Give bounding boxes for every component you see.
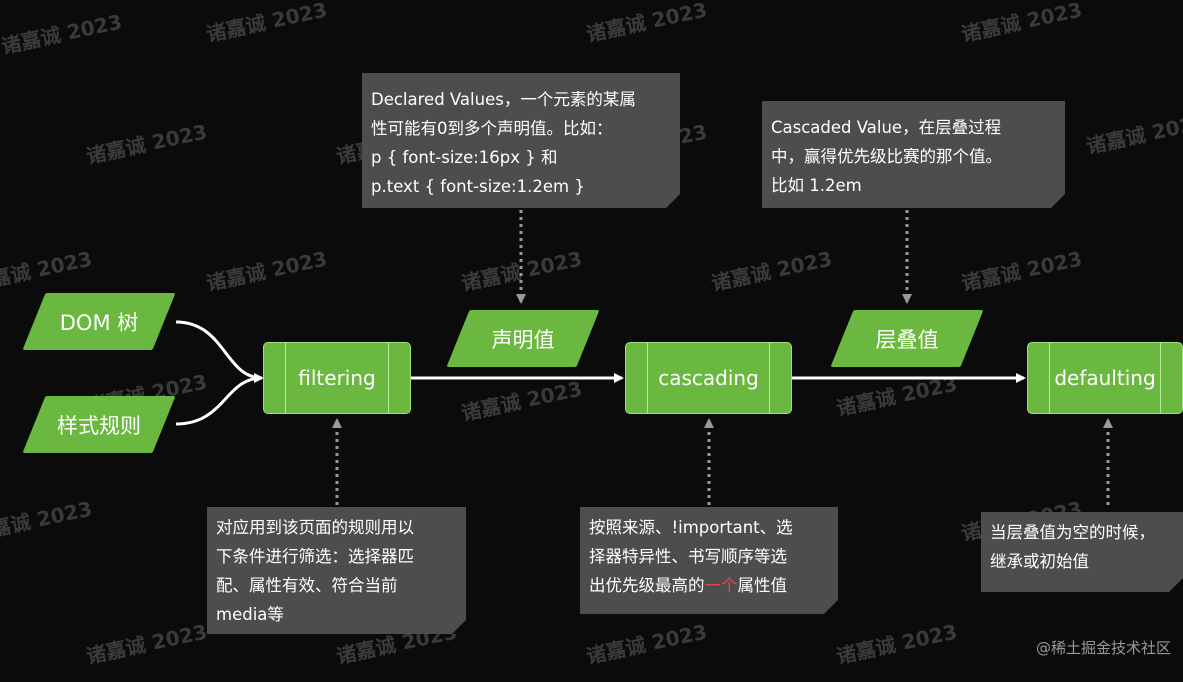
process-bar bbox=[285, 343, 286, 413]
process-label: defaulting bbox=[1054, 366, 1156, 390]
process-label: cascading bbox=[658, 366, 759, 390]
note-line: 性可能有0到多个声明值。比如： bbox=[371, 119, 613, 138]
output-cascaded-value: 层叠值 bbox=[830, 310, 984, 367]
note-line: p { font-size:16px } 和 bbox=[371, 148, 558, 167]
process-filtering: filtering bbox=[263, 342, 411, 414]
edge-styles-to-filtering bbox=[175, 376, 263, 426]
process-cascading: cascading bbox=[625, 342, 792, 414]
input-style-rules: 样式规则 bbox=[22, 396, 176, 453]
note-line: 按照来源、!important、选 bbox=[589, 518, 793, 537]
input-dom-tree: DOM 树 bbox=[22, 293, 176, 350]
note-line: media等 bbox=[216, 605, 284, 624]
process-label: filtering bbox=[298, 366, 376, 390]
note-line: 对应用到该页面的规则用以 bbox=[216, 518, 414, 537]
note-defaulting: 当层叠值为空的时候， 继承或初始值 bbox=[981, 512, 1183, 592]
process-bar bbox=[769, 343, 770, 413]
note-cascading: 按照来源、!important、选 择器特异性、书写顺序等选 出优先级最高的一个… bbox=[580, 507, 838, 614]
source-brand: @稀土掘金技术社区 bbox=[1035, 639, 1171, 657]
note-filtering: 对应用到该页面的规则用以 下条件进行筛选：选择器匹 配、属性有效、符合当前 me… bbox=[207, 507, 466, 634]
note-cascaded-value: Cascaded Value，在层叠过程 中，赢得优先级比赛的那个值。 比如 1… bbox=[762, 101, 1065, 208]
process-bar bbox=[647, 343, 648, 413]
note-line: 择器特异性、书写顺序等选 bbox=[589, 547, 787, 566]
note-line: 继承或初始值 bbox=[990, 552, 1089, 571]
edge-dom-to-filtering bbox=[175, 320, 264, 383]
note-line: 中，赢得优先级比赛的那个值。 bbox=[771, 147, 1002, 166]
note-line: 出优先级最高的一个属性值 bbox=[589, 571, 828, 600]
note-line: p.text { font-size:1.2em } bbox=[371, 177, 585, 196]
process-bar bbox=[388, 343, 389, 413]
highlight-text: 一个 bbox=[704, 576, 738, 595]
note-line: 比如 1.2em bbox=[771, 176, 862, 195]
process-bar bbox=[1160, 343, 1161, 413]
input-label: 样式规则 bbox=[57, 413, 141, 438]
note-declared-values: Declared Values，一个元素的某属 性可能有0到多个声明值。比如： … bbox=[362, 73, 680, 208]
note-line: Declared Values，一个元素的某属 bbox=[371, 90, 636, 109]
note-line: 下条件进行筛选：选择器匹 bbox=[216, 547, 414, 566]
output-declared-value: 声明值 bbox=[446, 310, 600, 367]
note-line: 配、属性有效、符合当前 bbox=[216, 576, 398, 595]
note-text: 出优先级最高的 bbox=[589, 576, 705, 595]
note-line: Cascaded Value，在层叠过程 bbox=[771, 118, 1002, 137]
input-label: DOM 树 bbox=[59, 310, 139, 335]
process-bar bbox=[1049, 343, 1050, 413]
note-line: 当层叠值为空的时候， bbox=[990, 523, 1155, 542]
output-label: 声明值 bbox=[491, 327, 555, 352]
process-defaulting: defaulting bbox=[1027, 342, 1183, 414]
note-text: 属性值 bbox=[737, 576, 788, 595]
output-label: 层叠值 bbox=[875, 327, 939, 352]
